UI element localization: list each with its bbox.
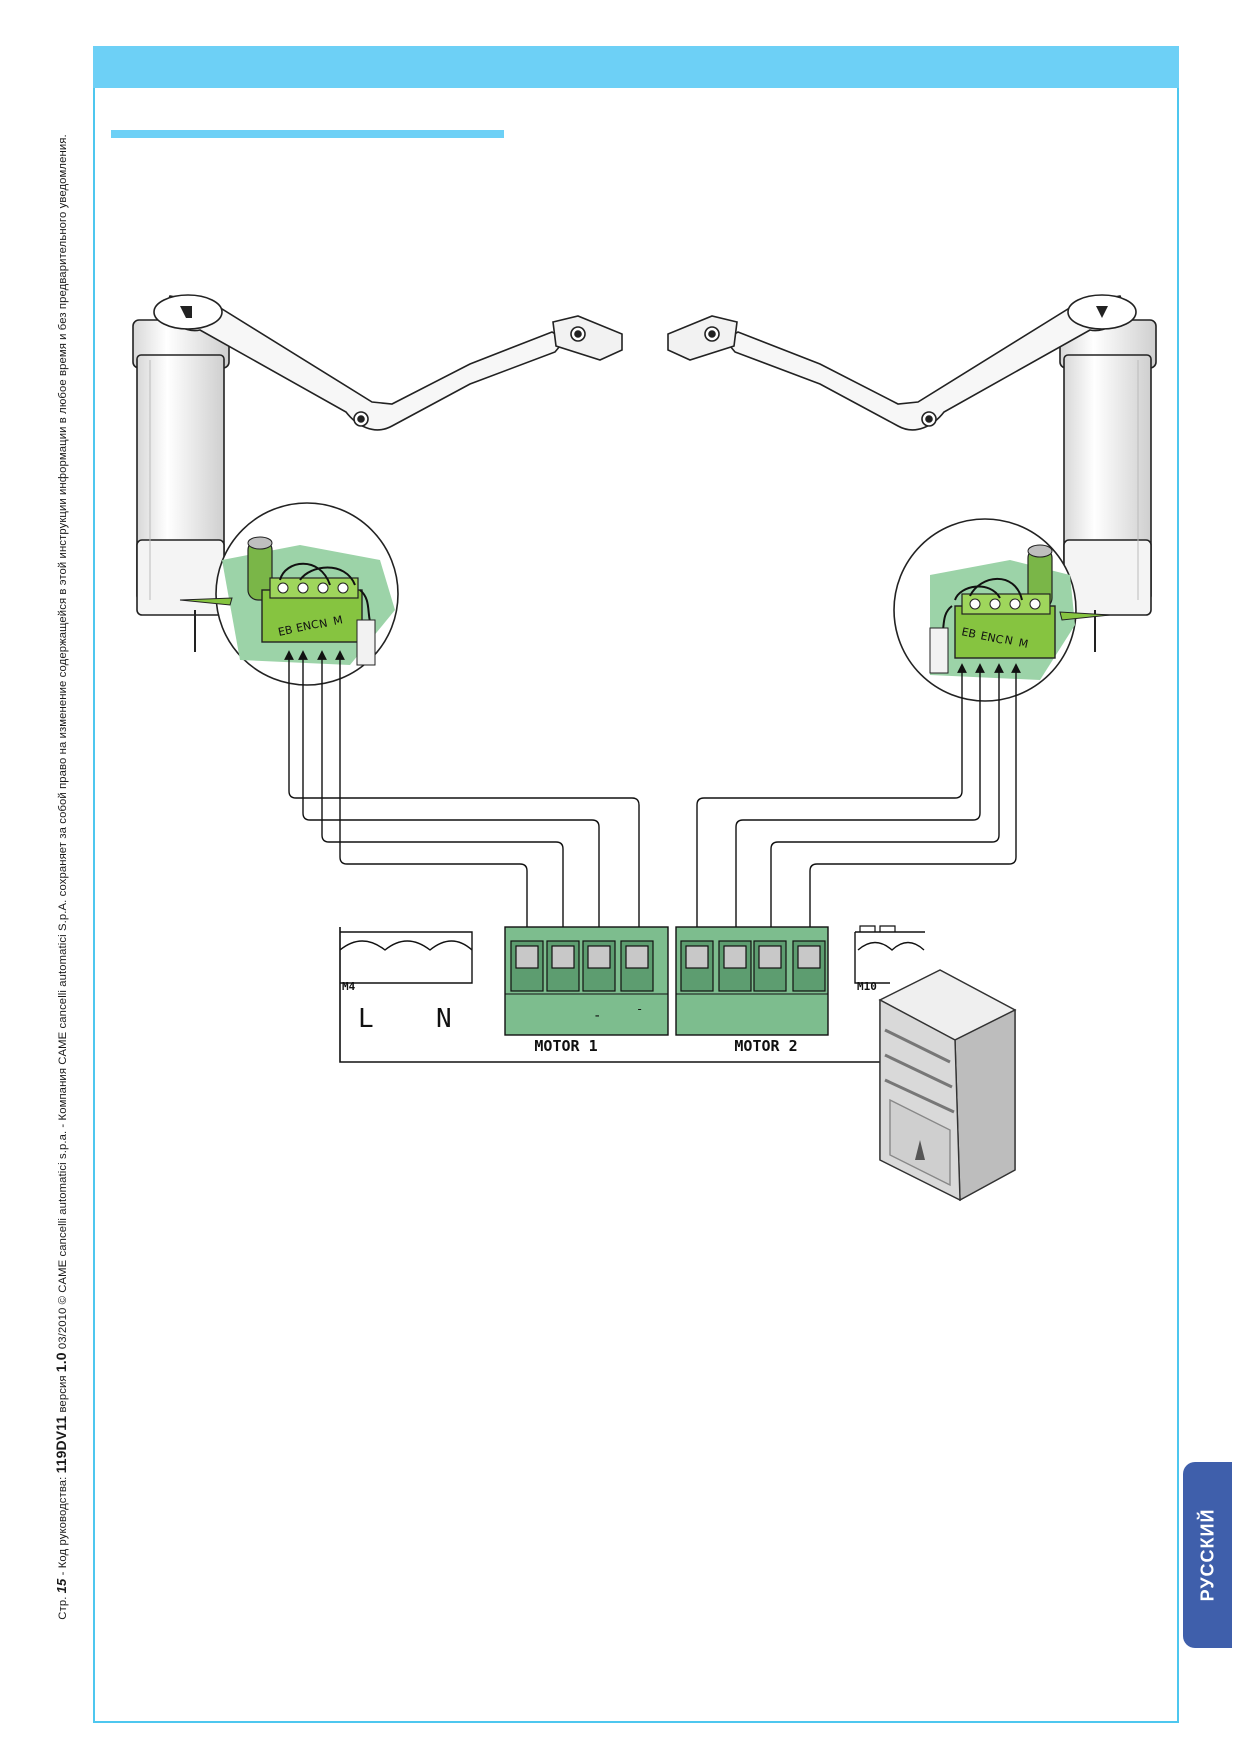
- left-connector-detail: EB ENC N M: [179, 502, 399, 686]
- right-motor-wires: [692, 663, 1021, 961]
- right-gate-operator: [667, 294, 1157, 652]
- wire-left-enc: [317, 650, 564, 956]
- language-tab[interactable]: РУССКИЙ: [1183, 1462, 1232, 1648]
- power-l-label: L: [358, 1004, 374, 1034]
- control-unit-enclosure: [878, 969, 1017, 1202]
- wire-right-eb: [696, 663, 967, 956]
- wire-left-n: [298, 650, 600, 956]
- motor2-label: MOTOR 2: [734, 1037, 797, 1055]
- left-arm-bracket: [552, 315, 623, 361]
- left-terminal-label-eb: EB: [277, 623, 294, 639]
- wire-right-n: [770, 663, 1004, 956]
- left-terminal-label-m: M: [332, 613, 344, 628]
- right-arm-bracket: [667, 315, 738, 361]
- right-terminal-label-n: N: [1003, 633, 1014, 647]
- wire-left-eb: [335, 650, 528, 956]
- left-terminal-label-n: N: [318, 617, 329, 631]
- block-m10-label: M10: [857, 980, 877, 993]
- board-outline: [339, 927, 905, 1063]
- left-gate-operator: [132, 294, 623, 652]
- terminal-block-m4: M4: [339, 931, 473, 993]
- left-terminal-connector: [261, 589, 363, 643]
- wire-right-m: [809, 663, 1021, 956]
- power-n-label: N: [436, 1004, 452, 1034]
- wire-left-m: [284, 650, 640, 956]
- motor1-terminals: [510, 940, 654, 992]
- block-m4-label: M4: [342, 980, 356, 993]
- wire-right-enc: [735, 663, 985, 956]
- left-motor-wires: [284, 650, 644, 961]
- header-bar: [93, 46, 1179, 88]
- terminal-block-m10: M10: [854, 925, 925, 993]
- motor1-mark-a: -: [593, 1008, 601, 1024]
- motor1-mark-b: -: [636, 1002, 643, 1016]
- motor1-label: MOTOR 1: [534, 1037, 597, 1055]
- right-connector-detail: EB ENC N M: [893, 518, 1111, 702]
- right-terminal-connector: [954, 605, 1056, 659]
- right-terminal-label-m: M: [1017, 636, 1029, 651]
- left-terminal-label-enc: ENC: [295, 617, 320, 635]
- section-title-rule: [111, 130, 504, 138]
- right-terminal-label-enc: ENC: [979, 629, 1004, 647]
- motor2-terminals: [680, 940, 826, 992]
- control-board: M4 L N - - MOTOR 1: [339, 925, 925, 1063]
- right-terminal-label-eb: EB: [960, 625, 977, 641]
